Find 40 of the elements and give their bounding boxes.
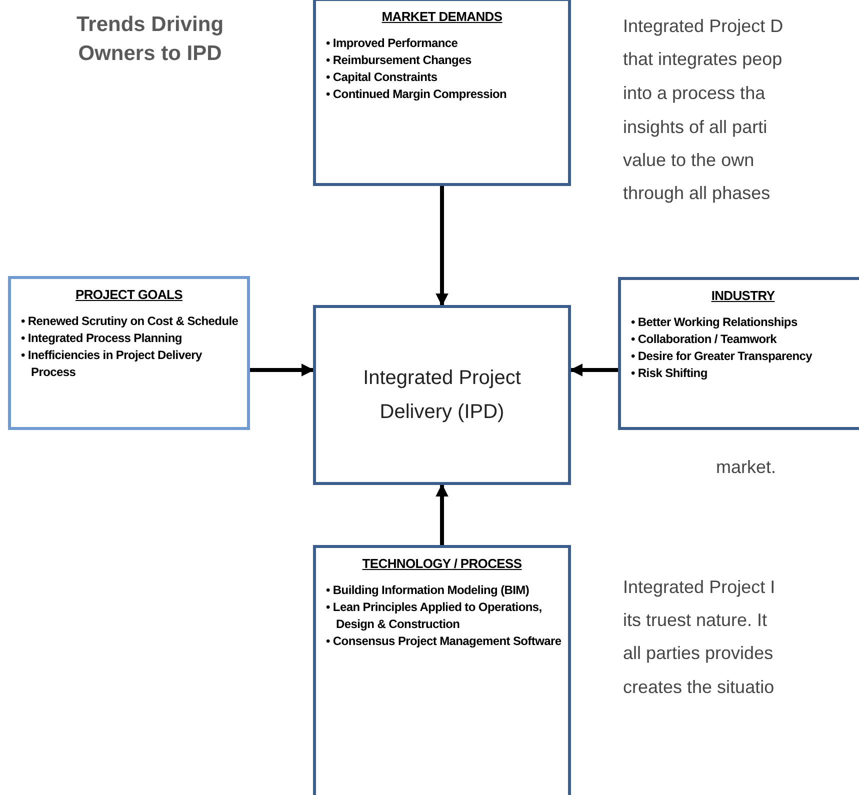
body-text: all parties provides xyxy=(623,642,774,665)
bullet-item: • Reimbursement Changes xyxy=(326,52,472,68)
arrow xyxy=(436,484,448,545)
body-text: into a process tha xyxy=(623,82,766,105)
diagram-title: Trends Driving Owners to IPD xyxy=(75,12,225,67)
center-text: Integrated Project Delivery (IPD) xyxy=(362,366,522,425)
bullet-item: • Continued Margin Compression xyxy=(326,86,508,102)
body-text: creates the situatio xyxy=(623,676,774,699)
bullet-item: • Integrated Process Planning xyxy=(21,330,183,346)
bullet-item: • Consensus Project Management Software xyxy=(326,632,562,650)
center-box xyxy=(313,305,571,485)
body-text: insights of all parti xyxy=(623,116,768,139)
box-heading: MARKET DEMANDS xyxy=(380,8,504,26)
category-box xyxy=(8,276,250,430)
box-heading: TECHNOLOGY / PROCESS xyxy=(361,555,523,573)
bullet-item: • Desire for Greater Transparency xyxy=(631,348,814,364)
category-box xyxy=(618,277,859,430)
bullet-item: • Better Working Relationships xyxy=(631,314,798,330)
body-text: through all phases xyxy=(623,182,770,205)
body-text: Integrated Project I xyxy=(623,576,776,599)
category-box xyxy=(313,0,571,186)
arrow xyxy=(250,364,314,376)
body-text: market. xyxy=(716,456,776,479)
body-text: Integrated Project D xyxy=(623,15,784,38)
box-heading: PROJECT GOALS xyxy=(74,286,184,304)
bullet-item: • Collaboration / Teamwork xyxy=(631,330,778,348)
bullet-item: • Risk Shifting xyxy=(631,364,708,382)
bullet-item: • Renewed Scrutiny on Cost & Schedule xyxy=(21,312,240,330)
arrow xyxy=(436,186,448,306)
bullet-item: • Lean Principles Applied to Operations, Design & Construction xyxy=(326,598,543,632)
bullet-item: • Inefficiencies in Project Delivery Process xyxy=(21,346,203,380)
body-text: value to the own xyxy=(623,149,754,172)
box-heading: INDUSTRY xyxy=(710,287,776,305)
category-box xyxy=(313,545,571,795)
body-text: that integrates peop xyxy=(623,48,782,71)
bullet-item: • Building Information Modeling (BIM) xyxy=(326,582,530,598)
arrow xyxy=(570,364,618,376)
body-text: its truest nature. It xyxy=(623,609,768,632)
bullet-item: • Capital Constraints xyxy=(326,68,438,86)
bullet-item: • Improved Performance xyxy=(326,34,459,52)
